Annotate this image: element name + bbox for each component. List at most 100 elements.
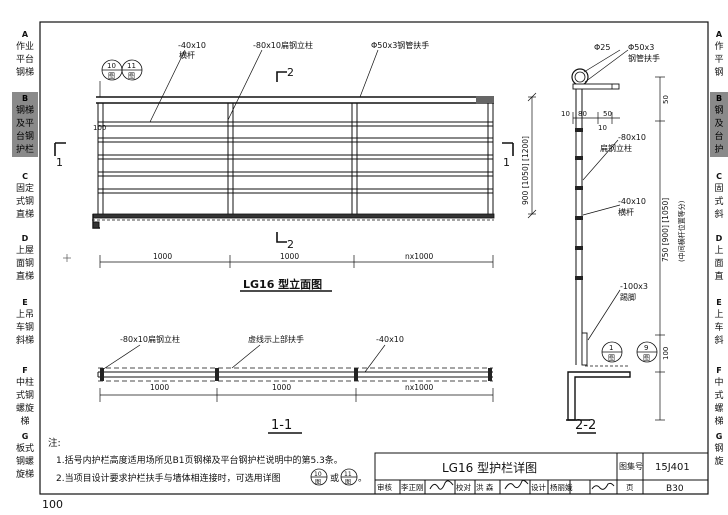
plan-label-post: -80x10扁钢立柱 bbox=[120, 334, 180, 344]
note-2-end: 。 bbox=[358, 474, 367, 484]
note-2-ref2-top: 11 bbox=[344, 471, 352, 478]
elev-label-hbar-name: 横杆 bbox=[179, 50, 195, 60]
elev-label-post: -80x10扁钢立柱 bbox=[253, 40, 313, 50]
note-1: 1.括号内护栏高度适用场所见B1页钢梯及平台钢护栏说明中的第5.3条。 bbox=[56, 454, 343, 466]
elev-dim-100: 100 bbox=[93, 124, 106, 132]
sec-label-plate: -100x3 bbox=[620, 282, 648, 291]
frame-border bbox=[39, 21, 709, 495]
tb-page-no: B30 bbox=[666, 484, 684, 494]
tb-title: LG16 型护栏详图 bbox=[442, 460, 537, 475]
sidebar-line: 面 bbox=[714, 259, 724, 269]
sidebar-line: 台钢 bbox=[15, 132, 34, 142]
tb-page-label: 页 bbox=[626, 483, 634, 492]
sidebar-letter: E bbox=[716, 298, 722, 307]
sidebar-line: 车钢 bbox=[15, 323, 34, 333]
sidebar-line: 护 bbox=[714, 145, 724, 155]
elev-ref2-top: 11 bbox=[127, 62, 136, 70]
sidebar-letter: F bbox=[716, 366, 722, 375]
sec-label-plate-name: 踢脚 bbox=[620, 292, 636, 302]
elev-left-mark: 1 bbox=[56, 156, 63, 169]
plan-dim-2: 1000 bbox=[272, 383, 291, 392]
sidebar-line: 上 bbox=[714, 246, 724, 256]
sec-label-rail: Φ50x3 bbox=[628, 43, 654, 52]
sec-title: 2-2 bbox=[575, 418, 596, 433]
elev-right-mark: 1 bbox=[503, 156, 510, 169]
title-block bbox=[374, 452, 709, 495]
elev-dim-1: 1000 bbox=[153, 252, 172, 261]
plan-dim-1: 1000 bbox=[150, 383, 169, 392]
sidebar-letter: C bbox=[22, 172, 28, 181]
sidebar-letter: C bbox=[716, 172, 722, 181]
plan-title: 1-1 bbox=[271, 418, 292, 433]
tb-atlas-no: 15J401 bbox=[655, 462, 690, 473]
sidebar-line: 作 bbox=[714, 42, 724, 52]
sidebar-line: 梯 bbox=[20, 417, 30, 427]
sec-dim-10b: 10 bbox=[598, 124, 607, 132]
sec-label-post: -80x10 bbox=[618, 133, 646, 142]
sidebar-line: 中 bbox=[714, 378, 724, 388]
sidebar-line: 及平 bbox=[15, 119, 34, 129]
sidebar-line: 车 bbox=[714, 323, 724, 333]
elev-sec-mark-bot: 2 bbox=[287, 238, 294, 251]
sidebar-letter: F bbox=[22, 366, 28, 375]
note-2-ref1-bot: 图 bbox=[315, 479, 321, 486]
tb-review-label: 审核 bbox=[377, 482, 392, 492]
plan-view bbox=[97, 344, 494, 434]
elevation-view bbox=[54, 49, 537, 292]
sidebar-line: 式 bbox=[714, 391, 724, 401]
sidebar-line: 板式 bbox=[15, 444, 34, 454]
sec-label-post-name: 扁钢立柱 bbox=[600, 143, 632, 153]
elev-label-rail: Φ50x3钢管扶手 bbox=[371, 40, 429, 50]
tb-check-label: 校对 bbox=[456, 482, 471, 492]
elev-dim-2: 1000 bbox=[280, 252, 299, 261]
sec-dim-note: (中间横杆位置等分) bbox=[677, 200, 686, 262]
sec-ref2-top: 9 bbox=[644, 344, 648, 352]
sidebar-line: 斜 bbox=[714, 336, 724, 346]
signatures bbox=[429, 479, 615, 490]
elevation-ref-bubbles bbox=[101, 59, 143, 81]
sidebar-line: 钢 bbox=[714, 106, 724, 116]
note-2: 2.当项目设计要求护栏扶手与墙体相连接时，可选用详图 bbox=[56, 472, 281, 484]
elev-ref2-bot: 图 bbox=[128, 72, 135, 80]
sidebar-line: 钢 bbox=[714, 444, 724, 454]
note-2-ref2-bot: 图 bbox=[345, 479, 351, 486]
sidebar-line: 梯 bbox=[714, 417, 724, 427]
plan-label-bar: -40x10 bbox=[376, 335, 404, 344]
sidebar-letter: D bbox=[715, 234, 723, 243]
sec-label-bar: -40x10 bbox=[618, 197, 646, 206]
sec-label-d25: Φ25 bbox=[594, 43, 610, 52]
sidebar-letter: E bbox=[22, 298, 28, 307]
sidebar-line: 中柱 bbox=[15, 378, 34, 388]
section-view bbox=[566, 49, 665, 434]
elev-label-hbar: -40x10 bbox=[178, 41, 206, 50]
sidebar-letter: A bbox=[21, 30, 29, 39]
sec-dim-height: 750 [900] [1050] bbox=[661, 198, 670, 262]
tb-design-name: 杨丽娥 bbox=[550, 482, 573, 492]
sidebar-line: 旋梯 bbox=[15, 470, 34, 480]
sidebar-line: 式钢 bbox=[15, 197, 34, 207]
elev-ref1-top: 10 bbox=[107, 62, 116, 70]
tb-review-name: 李正刚 bbox=[401, 482, 424, 492]
sec-dim-50: 50 bbox=[603, 110, 612, 118]
sidebar-line: 面钢 bbox=[15, 259, 34, 269]
sidebar-letter: A bbox=[715, 30, 723, 39]
sidebar-line: 钢梯 bbox=[15, 106, 34, 116]
sec-label-rail-name: 钢管扶手 bbox=[628, 53, 660, 63]
sec-dim-80: 80 bbox=[578, 110, 587, 118]
elev-ref1-bot: 图 bbox=[108, 72, 115, 80]
